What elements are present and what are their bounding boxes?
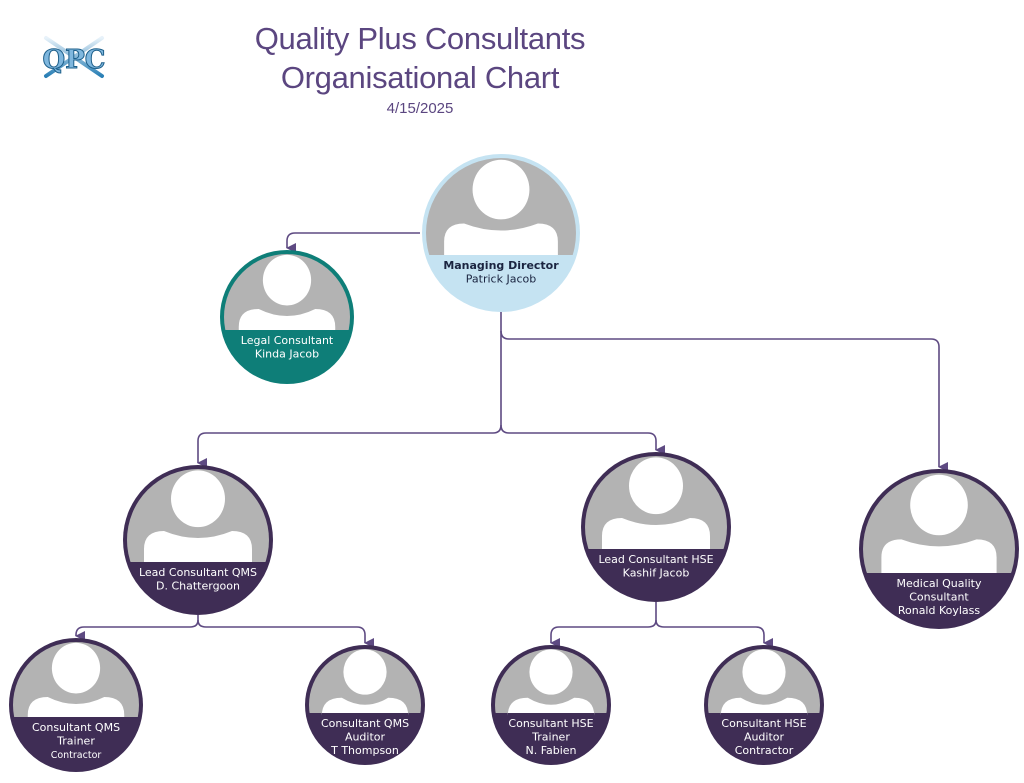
node-detail-line: Consultant xyxy=(909,591,969,604)
connector-lead_qms-to-qms_auditor xyxy=(197,619,374,648)
node-detail-line: Ronald Koylass xyxy=(898,604,981,617)
node-detail-line: Contractor xyxy=(51,750,102,761)
person-placeholder-icon xyxy=(224,254,350,330)
chart-title-line2: Organisational Chart xyxy=(280,60,560,95)
person-placeholder-icon xyxy=(585,456,727,549)
node-detail-line: T Thompson xyxy=(330,744,399,757)
person-placeholder-icon xyxy=(127,469,269,562)
node-title: Managing Director xyxy=(443,259,559,272)
person-placeholder-icon xyxy=(309,649,421,716)
node-detail-line: Trainer xyxy=(531,731,570,744)
person-placeholder-icon xyxy=(426,158,576,255)
node-title: Consultant HSE xyxy=(721,717,806,730)
snowflake-icon xyxy=(44,24,104,90)
person-placeholder-icon xyxy=(13,642,139,717)
node-detail-line: Auditor xyxy=(345,731,386,744)
chart-title-line1: Quality Plus Consultants xyxy=(254,21,586,56)
connector-lead_hse-to-hse_auditor xyxy=(655,619,773,648)
node-title: Medical Quality xyxy=(897,577,982,590)
node-detail-line: Auditor xyxy=(744,731,785,744)
connector-lead_hse-to-hse_trainer xyxy=(550,602,657,648)
person-placeholder-icon xyxy=(863,473,1015,573)
node-detail-line: Kinda Jacob xyxy=(255,348,319,361)
node-detail-line: Patrick Jacob xyxy=(466,273,536,286)
chart-date: 4/15/2025 xyxy=(386,100,454,117)
node-title: Consultant QMS xyxy=(321,717,409,730)
connector-md-to-medical xyxy=(500,330,948,472)
connector-md-to-lead_qms xyxy=(197,312,502,468)
connector-lead_qms-to-qms_trainer xyxy=(75,615,199,641)
node-title: Lead Consultant QMS xyxy=(139,566,257,579)
node-detail-line: Trainer xyxy=(56,735,95,748)
node-detail-line: Contractor xyxy=(735,744,794,757)
connector-md-to-lead_hse xyxy=(500,424,665,455)
node-title: Lead Consultant HSE xyxy=(598,553,713,566)
node-title: Consultant QMS xyxy=(32,721,120,734)
node-title: Legal Consultant xyxy=(241,334,334,347)
node-detail-line: N. Fabien xyxy=(525,744,576,757)
logo-text: QPC xyxy=(43,45,106,75)
company-logo: QPC xyxy=(22,22,126,92)
person-placeholder-icon xyxy=(708,649,820,716)
node-title: Consultant HSE xyxy=(508,717,593,730)
node-detail-line: D. Chattergoon xyxy=(156,580,240,593)
connector-md-to-legal xyxy=(286,232,420,253)
person-placeholder-icon xyxy=(495,649,607,716)
node-detail-line: Kashif Jacob xyxy=(623,567,690,580)
